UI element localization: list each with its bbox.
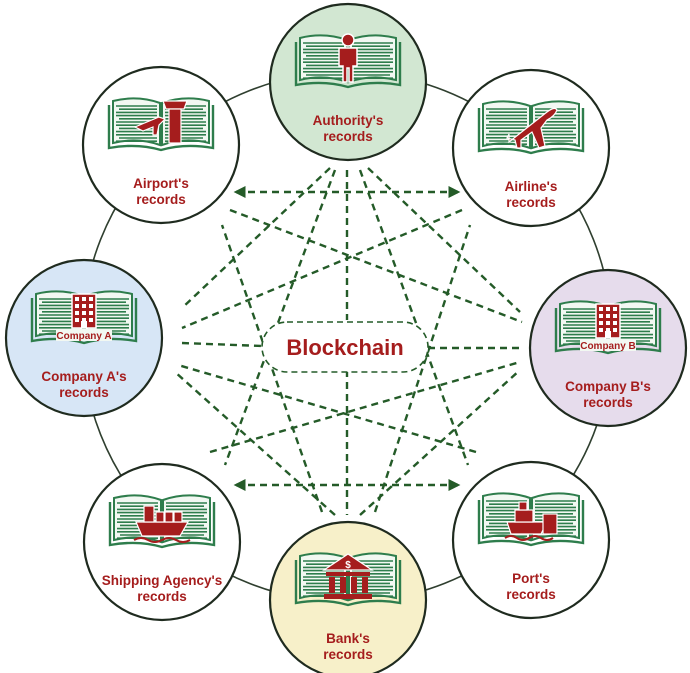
link-airline-company-a (181, 208, 463, 330)
node-label-line1: Airport's (133, 176, 189, 191)
building-icon: Company B (580, 303, 636, 352)
connection-lines (174, 167, 523, 516)
link-port-company-a (177, 363, 477, 454)
airplane-icon (506, 107, 558, 149)
node-label-line2: records (136, 192, 186, 207)
link-shipping-company-b (209, 360, 521, 454)
link-bank-airport (220, 224, 324, 513)
link-authority-company-b (367, 167, 521, 313)
node-label-line1: Airline's (505, 179, 558, 194)
node-label-line2: records (506, 195, 556, 210)
link-authority-shipping (223, 169, 337, 466)
person-icon (338, 33, 358, 83)
port-ship-icon (504, 501, 558, 541)
blockchain-pill (261, 321, 429, 373)
svg-text:$: $ (345, 560, 351, 571)
link-authority-port (358, 169, 470, 466)
record-nodes: Authority'srecordsAirline'srecordsCompan… (4, 2, 688, 673)
node-label-line2: records (323, 129, 373, 144)
link-airport-company-b (229, 208, 523, 324)
node-label-line2: records (323, 647, 373, 662)
node-label-line1: Shipping Agency's (102, 573, 222, 588)
node-label-line1: Company B's (565, 379, 651, 394)
node-label-line2: records (506, 587, 556, 602)
book-icon (294, 34, 402, 89)
cargo-ship-icon (133, 505, 191, 543)
building-icon: Company A (56, 293, 112, 342)
blockchain-label: Blockchain (286, 335, 403, 360)
node-label-line2: records (583, 395, 633, 410)
company-tag: Company A (56, 331, 111, 342)
node-label-line1: Port's (512, 571, 550, 586)
node-label-line2: records (59, 385, 109, 400)
company-tag: Company B (580, 341, 636, 352)
node-label-line1: Company A's (41, 369, 126, 384)
node-label-line2: records (137, 589, 187, 604)
link-center-company-a (181, 341, 263, 348)
link-authority-company-a (181, 167, 331, 309)
link-bank-airline (373, 224, 472, 513)
bank-icon: $ (322, 553, 374, 599)
blockchain-hub: Blockchain (261, 321, 429, 373)
node-label-line1: Bank's (326, 631, 370, 646)
control-tower-icon (133, 100, 188, 144)
node-label-line1: Authority's (313, 113, 384, 128)
